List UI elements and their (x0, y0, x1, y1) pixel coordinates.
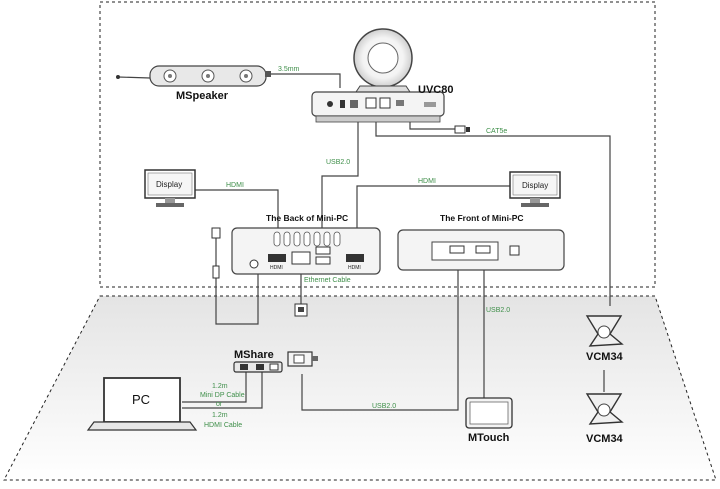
display-right-device (509, 171, 561, 207)
mini-pc-front-device (397, 229, 565, 271)
cable-label-hdmi-cable: HDMI Cable (204, 422, 242, 429)
uvc80-label: UVC80 (418, 84, 453, 96)
vcm34-bottom-label: VCM34 (586, 433, 624, 445)
cables (117, 73, 611, 411)
cable-label-dp: Mini DP Cable (200, 392, 245, 399)
mini-pc-back-device (231, 227, 381, 275)
cable-label-ethernet: Ethernet Cable (304, 277, 351, 284)
cable-label-3-5mm: 3.5mm (278, 66, 300, 73)
mshare-label: MShare (234, 349, 274, 361)
ethernet-socket-icon (294, 303, 308, 317)
mshare-device (233, 351, 318, 373)
cable-label-usb-mtouch: USB2.0 (486, 307, 510, 314)
vcm34-bottom-device (585, 393, 624, 425)
display-left-device (144, 169, 196, 207)
cable-label-usb-mshare: USB2.0 (372, 403, 396, 410)
wall-zone (99, 1, 656, 288)
uvc80-camera (311, 28, 445, 123)
pc-label: PC (132, 392, 150, 407)
power-plug-icon (211, 227, 221, 279)
cable-label-or: or (216, 401, 223, 408)
mspeaker-label: MSpeaker (176, 90, 229, 102)
vcm34-top-label: VCM34 (586, 351, 624, 363)
cable-label-cat5e: CAT5e (486, 128, 507, 135)
cable-label-len-bottom: 1.2m (212, 412, 228, 419)
display-left-label: Display (156, 180, 182, 189)
mini-pc-front-label: The Front of Mini-PC (440, 213, 524, 223)
cable-label-len-top: 1.2m (212, 383, 228, 390)
mini-pc-back-label: The Back of Mini-PC (266, 213, 348, 223)
cable-label-hdmi-left: HDMI (226, 182, 244, 189)
vcm34-top-device (585, 315, 624, 347)
display-right-label: Display (522, 181, 548, 190)
cable-label-usb-camera: USB2.0 (326, 159, 350, 166)
power-adapter-icon (454, 125, 470, 134)
port-label-hdmi-b: HDMI (348, 265, 361, 271)
mtouch-label: MTouch (468, 432, 510, 444)
pc-laptop-device (86, 377, 198, 431)
room-floor (3, 295, 717, 481)
cable-label-hdmi-right: HDMI (418, 178, 436, 185)
port-label-hdmi-a: HDMI (270, 265, 283, 271)
mspeaker-device (116, 65, 271, 87)
mtouch-device (465, 397, 513, 429)
